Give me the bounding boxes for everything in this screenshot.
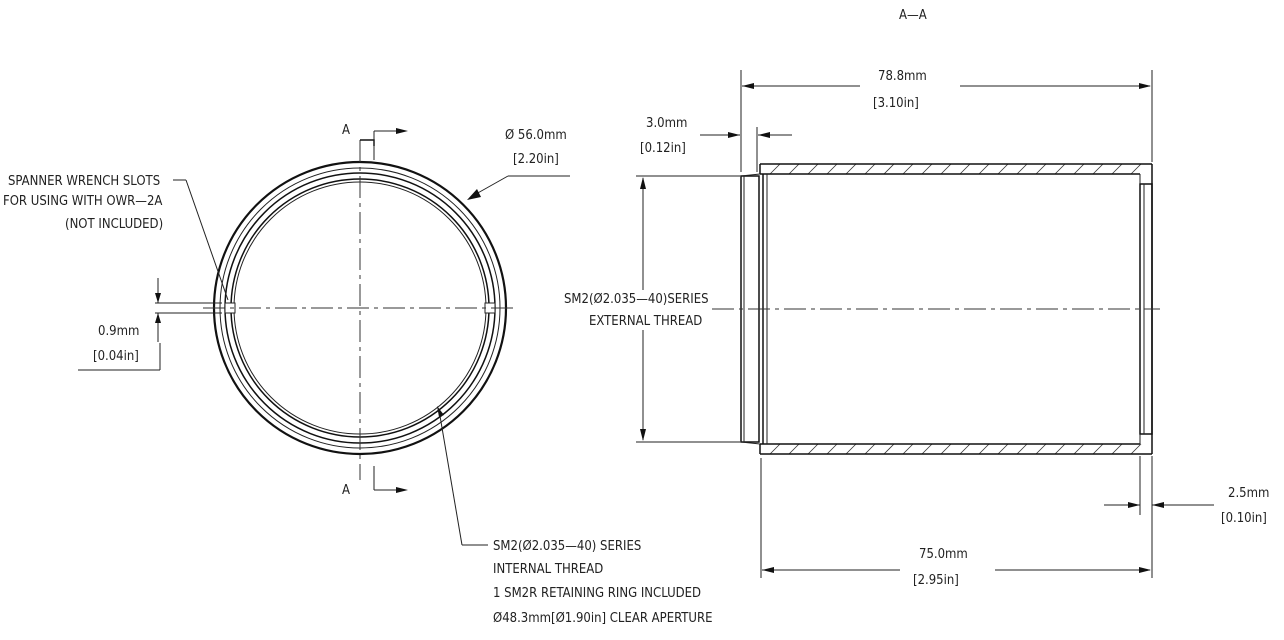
hatch-line — [1073, 164, 1085, 175]
lip-length-inch: [0.12in] — [640, 141, 686, 156]
hatch-line — [807, 164, 819, 175]
hatch-line — [978, 443, 990, 454]
hatch-line — [883, 164, 895, 175]
slot-width-inch: [0.04in] — [93, 349, 139, 364]
hatch-line — [864, 164, 876, 175]
slots-note-line-3: (NOT INCLUDED) — [65, 217, 163, 232]
slots-note-line-1: SPANNER WRENCH SLOTS — [8, 174, 160, 189]
hatch-line — [845, 443, 857, 454]
slots-note-line-2: FOR USING WITH OWR—2A — [3, 194, 162, 209]
front-view: A A Ø 56.0mm [2.20in] SPANNER WRENCH SLO… — [3, 123, 713, 626]
thread-note-line-2: INTERNAL THREAD — [493, 562, 603, 577]
hatch-line — [959, 443, 971, 454]
outer-diameter-mm: Ø 56.0mm — [505, 128, 567, 143]
hatch-line — [1016, 164, 1028, 175]
hatch-line — [788, 443, 800, 454]
external-thread-line-1: SM2(Ø2.035—40)SERIES — [564, 292, 709, 307]
thread-note-line-3: 1 SM2R RETAINING RING INCLUDED — [493, 586, 701, 601]
ring-depth-mm: 2.5mm — [1228, 486, 1269, 501]
slot-width-mm: 0.9mm — [98, 324, 139, 339]
section-hatching — [769, 164, 1142, 454]
hatch-line — [1130, 164, 1142, 175]
hatch-line — [826, 443, 838, 454]
hatch-line — [1111, 443, 1123, 454]
ring-depth-inch: [0.10in] — [1221, 511, 1267, 526]
hatch-line — [807, 443, 819, 454]
hatch-line — [1054, 164, 1066, 175]
hatch-line — [1073, 443, 1085, 454]
hatch-line — [978, 164, 990, 175]
hatch-line — [826, 164, 838, 175]
external-thread-line-2: EXTERNAL THREAD — [589, 314, 702, 329]
hatch-line — [769, 164, 781, 175]
section-mark-top: A — [342, 123, 350, 138]
hatch-line — [921, 443, 933, 454]
hatch-line — [997, 443, 1009, 454]
lip-length-mm: 3.0mm — [646, 116, 687, 131]
section-label: A—A — [899, 8, 927, 23]
overall-length-inch: [3.10in] — [873, 96, 919, 111]
overall-length-mm: 78.8mm — [878, 69, 927, 84]
hatch-line — [1111, 164, 1123, 175]
hatch-line — [1054, 443, 1066, 454]
hatch-line — [1130, 443, 1142, 454]
hatch-line — [902, 164, 914, 175]
thread-note-line-4: Ø48.3mm[Ø1.90in] CLEAR APERTURE — [493, 611, 713, 626]
hatch-line — [788, 164, 800, 175]
hatch-line — [921, 164, 933, 175]
hatch-line — [1092, 443, 1104, 454]
hatch-line — [769, 443, 781, 454]
thread-note-line-1: SM2(Ø2.035—40) SERIES — [493, 539, 641, 554]
hatch-line — [902, 443, 914, 454]
hatch-line — [1016, 443, 1028, 454]
hatch-line — [959, 164, 971, 175]
thread-length-mm: 75.0mm — [919, 547, 968, 562]
section-mark-bottom: A — [342, 483, 350, 498]
hatch-line — [845, 164, 857, 175]
hatch-line — [1035, 443, 1047, 454]
hatch-line — [940, 443, 952, 454]
hatch-line — [997, 164, 1009, 175]
hatch-line — [1035, 164, 1047, 175]
hatch-line — [1092, 164, 1104, 175]
side-section-view: 78.8mm [3.10in] 3.0mm [0.12in] SM2(Ø2.03… — [564, 69, 1269, 588]
outer-diameter-inch: [2.20in] — [513, 152, 559, 167]
hatch-line — [940, 164, 952, 175]
hatch-line — [883, 443, 895, 454]
hatch-line — [864, 443, 876, 454]
thread-length-inch: [2.95in] — [913, 573, 959, 588]
